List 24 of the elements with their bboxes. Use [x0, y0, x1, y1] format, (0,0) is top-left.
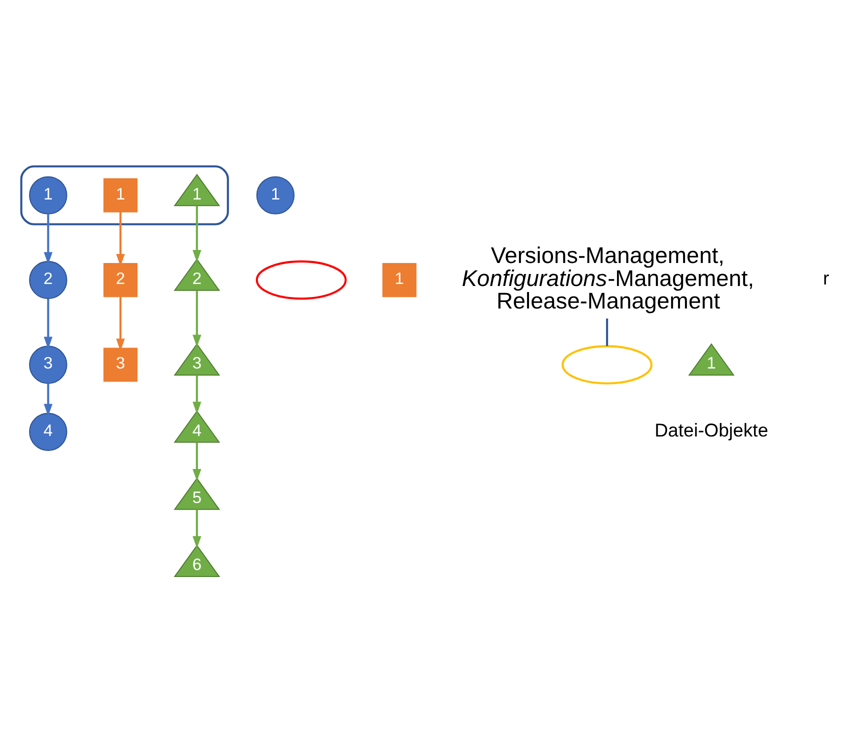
node-ellipse	[256, 260, 347, 300]
connector	[606, 318, 608, 346]
node-circle: 1	[256, 176, 295, 214]
node-circle: 4	[29, 412, 68, 452]
arrow	[44, 384, 52, 416]
arrow	[192, 509, 202, 549]
label: Datei-Objekte	[654, 419, 768, 440]
node-circle: 1	[29, 176, 68, 214]
arrow	[192, 206, 202, 262]
node-ellipse	[562, 345, 653, 384]
arrow	[192, 442, 202, 482]
node-circle: 2	[29, 260, 68, 300]
node-box: 2	[103, 263, 138, 298]
arrow	[44, 214, 52, 265]
node-box: 3	[103, 348, 138, 382]
arrow	[192, 290, 202, 348]
cluster	[20, 165, 229, 226]
node-box: 1	[382, 263, 416, 298]
node-text: Versions-Management, Konfigurations-Management, Release-Management	[462, 242, 754, 314]
label: r	[822, 268, 830, 289]
arrow	[192, 375, 202, 414]
node-box: 1	[103, 178, 138, 212]
node-circle: 3	[29, 346, 68, 384]
arrow	[44, 299, 52, 350]
